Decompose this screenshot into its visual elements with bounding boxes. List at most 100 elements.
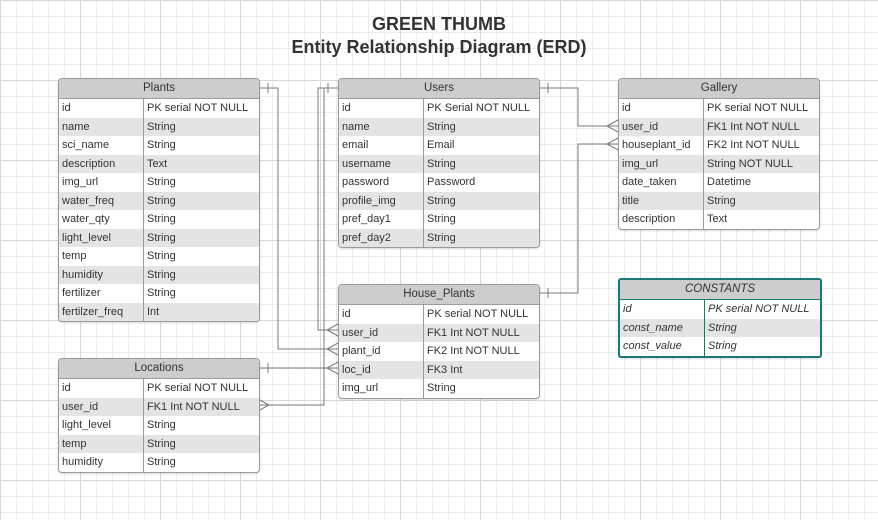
field-type: PK serial NOT NULL: [708, 303, 810, 315]
field-type: FK2 Int NOT NULL: [427, 345, 520, 357]
field-type: Int: [147, 305, 160, 318]
field-name: username: [339, 154, 424, 173]
field-type: String: [147, 194, 176, 207]
field-type: FK2 Int NOT NULL: [707, 139, 800, 151]
field-type: String: [708, 340, 737, 352]
field-name: id: [619, 99, 704, 118]
field-type: PK serial NOT NULL: [427, 308, 529, 320]
rel-users-locations: [258, 87, 326, 406]
field-type: Password: [427, 176, 476, 188]
field-name: sci_name: [59, 136, 144, 155]
field-name: name: [339, 117, 424, 136]
field-name: password: [339, 173, 424, 192]
field-type: String: [708, 321, 737, 334]
field-type: String: [427, 194, 456, 207]
field-type: String: [707, 194, 736, 207]
field-name: email: [339, 136, 424, 155]
field-name: water_freq: [59, 191, 144, 210]
field-type: String: [427, 120, 456, 133]
field-name: humidity: [59, 453, 144, 472]
field-type: String: [147, 213, 176, 225]
field-type: String: [147, 456, 176, 468]
field-type: String: [147, 120, 176, 133]
field-type: PK serial NOT NULL: [147, 382, 249, 394]
field-name: humidity: [59, 265, 144, 284]
field-name: name: [59, 117, 144, 136]
field-name: water_qty: [59, 210, 144, 229]
field-name: pref_day1: [339, 210, 424, 229]
entity-header: House_Plants: [339, 285, 539, 305]
field-type: FK1 Int NOT NULL: [427, 326, 520, 339]
field-type: FK1 Int NOT NULL: [707, 120, 800, 133]
field-name: temp: [59, 247, 144, 266]
field-name: const_name: [620, 318, 705, 337]
diagram-title: GREEN THUMB: [372, 14, 506, 34]
field-name: description: [619, 210, 704, 229]
entity-header: Locations: [59, 359, 259, 379]
entity-header: Plants: [59, 79, 259, 99]
field-type: String: [427, 382, 456, 394]
field-name: id: [620, 300, 705, 319]
field-type: String: [427, 157, 456, 170]
field-name: profile_img: [339, 191, 424, 210]
field-type: String: [147, 231, 176, 244]
field-name: temp: [59, 434, 144, 453]
field-type: String: [147, 268, 176, 281]
field-name: light_level: [59, 416, 144, 435]
field-name: id: [339, 99, 424, 118]
field-name: img_url: [339, 379, 424, 398]
field-type: FK1 Int NOT NULL: [147, 400, 240, 413]
field-name: pref_day2: [339, 228, 424, 247]
field-name: description: [59, 154, 144, 173]
field-type: String: [147, 176, 176, 188]
field-type: String: [427, 213, 456, 225]
field-type: String: [147, 139, 176, 151]
field-name: plant_id: [339, 342, 424, 361]
field-name: id: [339, 305, 424, 324]
field-name: user_id: [59, 397, 144, 416]
field-name: img_url: [619, 154, 704, 173]
field-name: user_id: [619, 117, 704, 136]
rel-users-house-plants: [317, 87, 338, 331]
